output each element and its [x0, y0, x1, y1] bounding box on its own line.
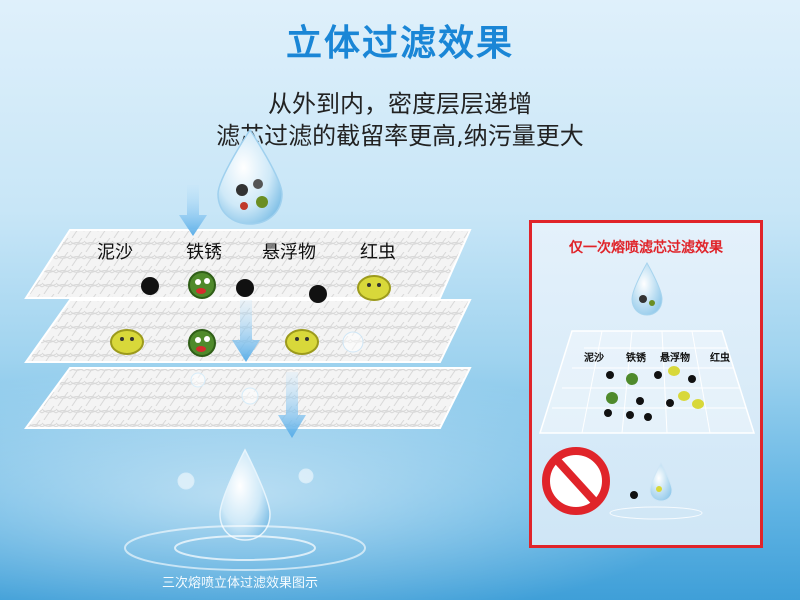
- flow-arrow: [179, 185, 306, 438]
- subtitle-line-2: 滤芯过滤的截留率更高,纳污量更大: [216, 122, 584, 150]
- suspended-particle: [309, 285, 327, 303]
- water-bubble: [241, 387, 259, 405]
- suspended-particle: [236, 279, 254, 297]
- figure-caption: 三次熔喷立体过滤效果图示: [161, 576, 318, 591]
- clean-water-drop: [219, 448, 271, 541]
- water-bubble: [190, 372, 206, 388]
- comparison-panel: 仅一次熔喷滤芯过滤效果: [529, 220, 763, 548]
- water-drop-with-impurities: [631, 261, 663, 316]
- label-suspended-matter: 悬浮物: [262, 242, 316, 263]
- red-worm-microbe: [110, 329, 144, 355]
- label-red-worm: 红虫: [360, 242, 396, 263]
- mini-label-sand: 泥沙: [584, 353, 604, 364]
- mini-label-suspended-matter: 悬浮物: [660, 353, 690, 364]
- impurities-passing-through: [604, 366, 704, 421]
- mini-label-rust: 铁锈: [626, 353, 646, 364]
- water-bubble: [342, 331, 364, 353]
- label-rust: 铁锈: [186, 242, 222, 263]
- label-sand: 泥沙: [97, 242, 133, 263]
- water-bubble: [298, 468, 314, 484]
- rust-microbe: [188, 329, 216, 357]
- single-layer-illustration: [538, 261, 756, 520]
- water-drop-with-impurities: [217, 128, 283, 225]
- red-worm-microbe: [285, 329, 319, 355]
- red-worm-microbe: [357, 275, 391, 301]
- page-title: 立体过滤效果: [285, 23, 514, 64]
- rust-microbe: [188, 271, 216, 299]
- subtitle-line-1: 从外到内，密度层层递增: [268, 90, 532, 118]
- comparison-panel-title: 仅一次熔喷滤芯过滤效果: [569, 240, 723, 256]
- water-bubble: [177, 472, 195, 490]
- filter-layer-1: [24, 229, 472, 299]
- sand-particle: [141, 277, 159, 295]
- no-entry-icon: [542, 447, 610, 515]
- mini-label-red-worm: 红虫: [710, 353, 730, 364]
- dirty-water-drop: [609, 461, 703, 520]
- water-ripple: [124, 525, 366, 571]
